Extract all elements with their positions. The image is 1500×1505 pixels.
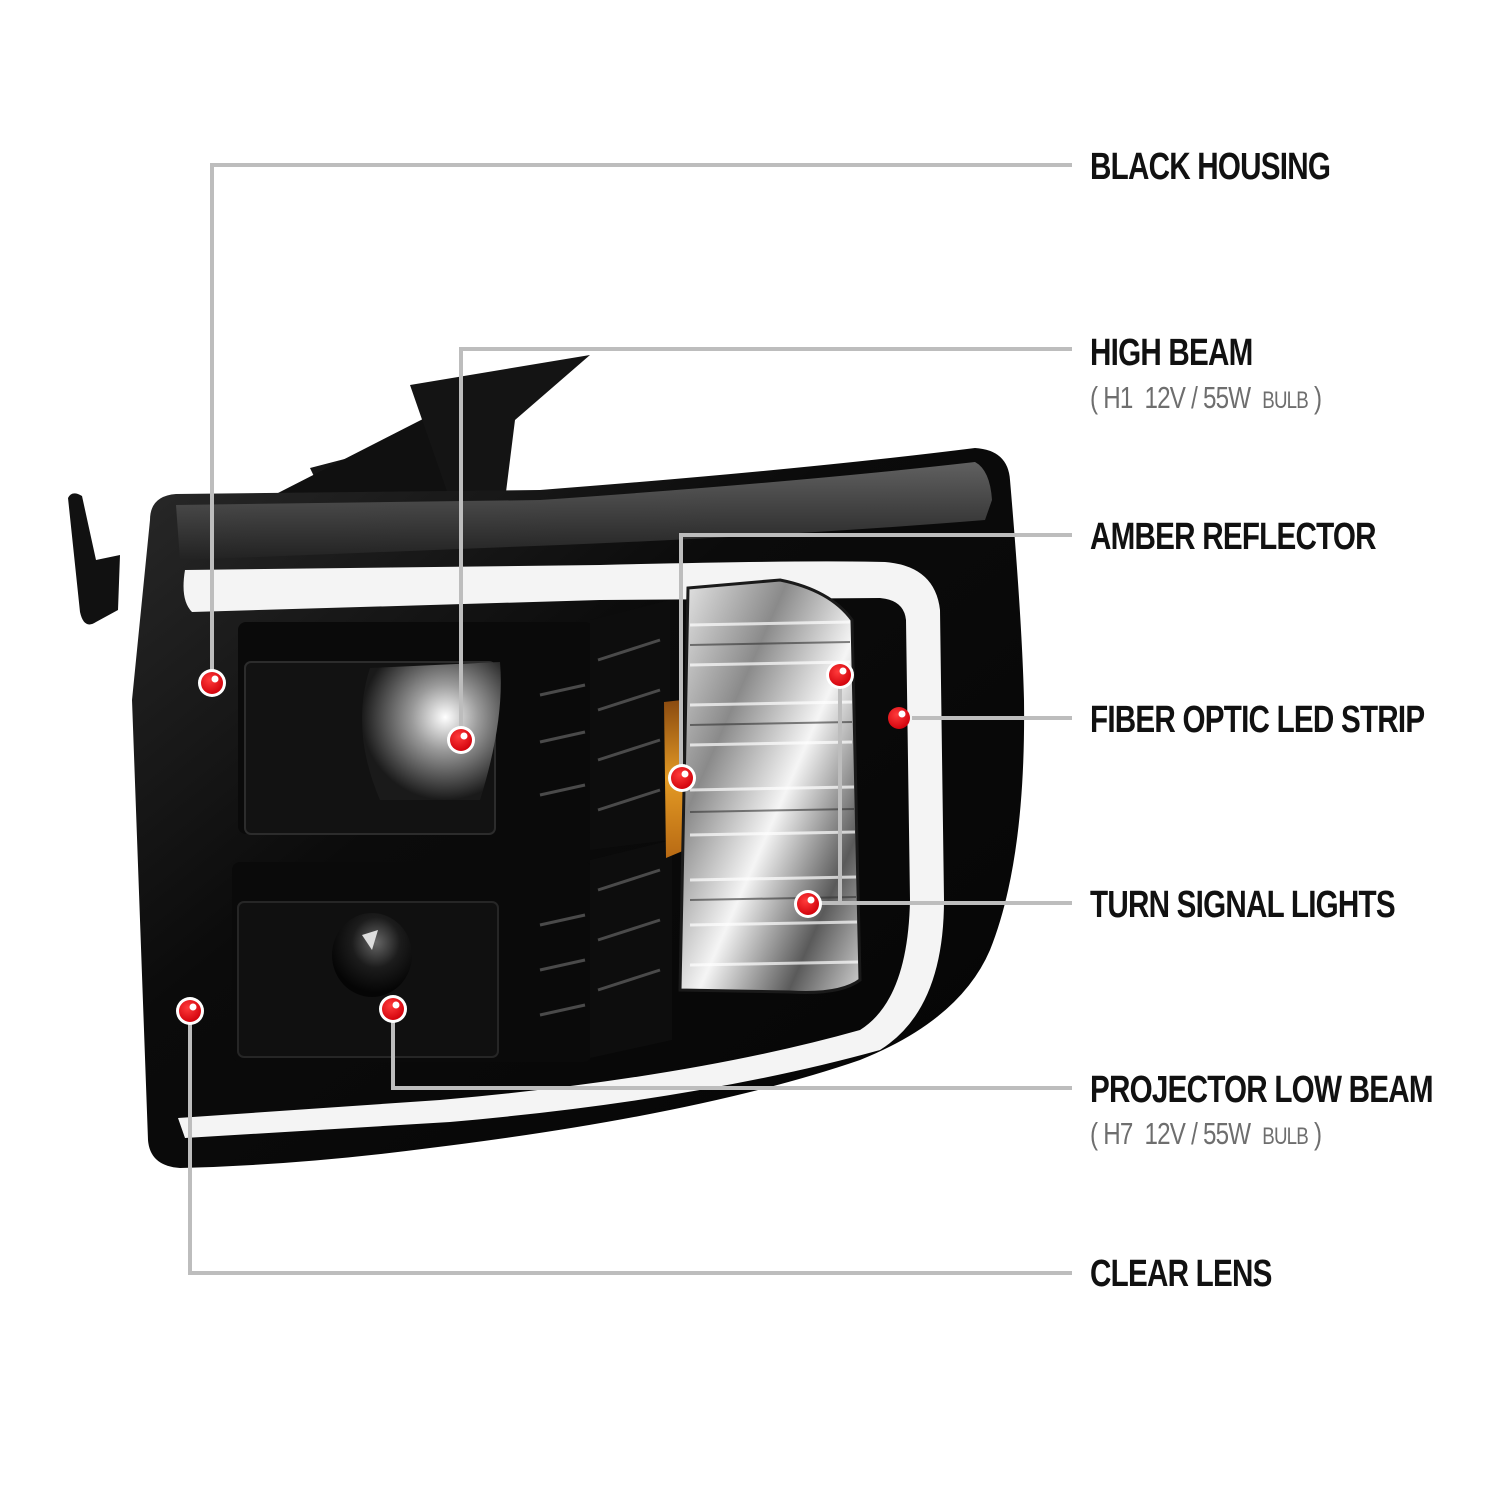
callout-dots [176,661,910,1025]
dot-high-beam [447,726,475,754]
bulb-type: H7 [1103,1116,1133,1151]
mounting-brackets [68,355,590,625]
paren-close: ) [1313,1116,1322,1151]
label-fiber-optic-led-strip: FIBER OPTIC LED STRIP [1090,699,1425,741]
bulb-spec: 12V / 55W [1144,380,1251,415]
label-high-beam: HIGH BEAM [1090,332,1253,374]
paren-open: ( [1090,380,1098,415]
sublabel-projector-low-beam: ( H7 12V / 55W BULB ) [1090,1116,1322,1151]
leader-lines [188,163,1072,1275]
projector-low-beam-module [232,840,672,1062]
dot-clear-lens [176,997,204,1025]
dot-turn-signal-lower [794,890,822,918]
sublabel-high-beam: ( H1 12V / 55W BULB ) [1090,380,1322,415]
high-beam-module [238,600,670,850]
dot-fiber-optic [888,707,910,729]
label-clear-lens: CLEAR LENS [1090,1253,1272,1295]
leader-line-clear-lens [188,1010,1072,1275]
bulb-unit: BULB [1262,1123,1309,1150]
leader-line-high-beam [459,347,1072,740]
leader-line-amber-reflector [679,533,1072,778]
label-projector-low-beam: PROJECTOR LOW BEAM [1090,1069,1434,1111]
leader-line-black-housing [210,163,1072,683]
bulb-type: H1 [1103,380,1133,415]
bulb-unit: BULB [1262,387,1309,414]
dot-turn-signal-upper [826,661,854,689]
clear-lens-top [176,462,992,560]
turn-signal-block [678,578,862,994]
label-amber-reflector: AMBER REFLECTOR [1090,516,1377,558]
dot-amber-reflector [668,764,696,792]
dot-black-housing [198,669,226,697]
dot-projector-low-beam [379,995,407,1023]
label-black-housing: BLACK HOUSING [1090,146,1331,188]
paren-close: ) [1313,380,1322,415]
bulb-spec: 12V / 55W [1144,1116,1251,1151]
label-turn-signal-lights: TURN SIGNAL LIGHTS [1090,884,1396,926]
paren-open: ( [1090,1116,1098,1151]
leader-line-projector-low-beam [391,1010,1072,1090]
